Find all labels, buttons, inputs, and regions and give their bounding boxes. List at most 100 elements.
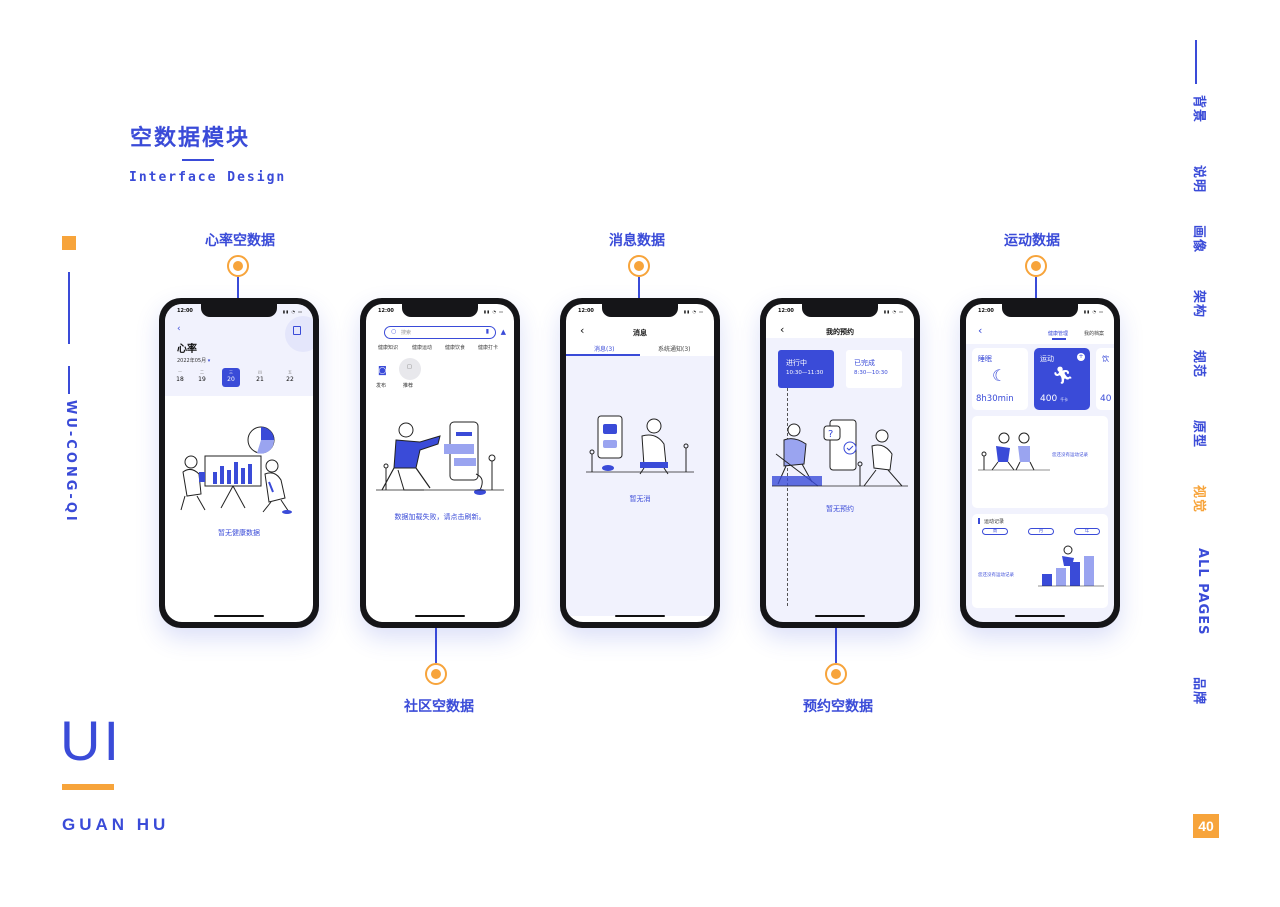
back-icon[interactable]: ‹ [780,323,785,336]
tab-messages[interactable]: 消息(3) [594,346,615,353]
empty-activity-illustration [978,432,1050,471]
tab-health-sport[interactable]: 健康运动 [412,345,433,351]
record-tab-month[interactable]: 月 [1028,528,1054,535]
action-publish[interactable]: 发布 [376,383,387,389]
search-input[interactable]: ○ 搜索 ▮ [384,326,496,339]
screen-community: 12:00 ▮▮ ◔ ▭ ○ 搜索 ▮ ▲ 健康知识 健康运动 健康饮食 健康打… [366,304,514,622]
phone-notch [201,304,277,317]
empty-record-text: 您还没有运动记录 [978,573,1014,578]
right-divider-line [1195,40,1197,84]
tab-my-profile[interactable]: 我的档案 [1084,331,1105,337]
sport-value: 400 [1040,394,1058,404]
callout-heart-stem [237,277,239,299]
back-icon[interactable]: ‹ [177,324,181,334]
back-icon[interactable]: ‹ [978,324,983,337]
selected-day-bg [222,368,240,387]
empty-state-text: 暂无健康数据 [218,529,260,537]
empty-state-text: 暂无预约 [826,505,854,513]
card-in-progress[interactable]: 进行中 10:30—11:30 [778,350,834,388]
callout-community-stem [435,628,437,663]
record-tab-year[interactable]: 年 [1074,528,1100,535]
sport-card[interactable]: 运动 + 🏃︎ 400 千卡 [1034,348,1090,410]
home-indicator [415,615,465,617]
date-label: 19 [198,376,206,383]
phone-sport: 12:00 ▮▮ ◔ ▭ ‹ 健康管理 我的档案 睡眠 ☾ 8h30min 运动… [960,298,1120,628]
timeline-line [787,388,788,606]
camera-icon[interactable]: ◙ [378,366,387,376]
svg-text:?: ? [828,429,833,440]
load-failed-illustration [376,421,504,495]
phone-notch [602,304,678,317]
screen-title: 消息 [633,329,647,337]
bell-icon[interactable]: ▲ [500,328,506,336]
status-time: 12:00 [578,308,594,314]
weekday-label: 三 [228,370,233,376]
category-tabs: 健康知识 健康运动 健康饮食 健康打卡 [366,344,514,354]
callout-sport-dot [1025,255,1047,277]
right-nav: 背景 说明 画像 架构 规范 原型 视觉 ALL PAGES 品牌 [1191,95,1210,706]
sleep-card[interactable]: 睡眠 ☾ 8h30min [972,348,1028,410]
phone-notch [402,304,478,317]
home-indicator [615,615,665,617]
status-icons: ▮▮ ◔ ▭ [1083,309,1104,314]
left-divider-line [68,272,70,344]
add-icon[interactable]: + [1077,353,1085,361]
empty-state-text: 暂无消 [629,495,651,503]
tab-indicator [1052,338,1066,340]
document-icon[interactable] [293,326,301,335]
card-time: 10:30—11:30 [786,370,824,376]
card-value: 400 千卡 [1040,394,1068,404]
phone-messages: 12:00 ▮▮ ◔ ▭ ‹ 消息 消息(3) 系统通知(3) 暂无消 [560,298,720,628]
callout-booking-label: 预约空数据 [803,699,873,715]
microphone-icon[interactable]: ▮ [485,328,489,335]
card-label: 运动 [1040,355,1054,363]
record-tab-week[interactable]: 周 [982,528,1008,535]
diet-card[interactable]: 饮 40 [1096,348,1114,410]
status-time: 12:00 [378,308,394,314]
tab-health-diet[interactable]: 健康饮食 [445,345,466,351]
tab-health-checkin[interactable]: 健康打卡 [478,345,499,351]
tab-health-knowledge[interactable]: 健康知识 [378,345,399,351]
moon-icon: ☾ [992,366,1007,385]
weekday-label: 五 [287,370,292,376]
status-time: 12:00 [978,308,994,314]
home-indicator [214,615,264,617]
record-title: 运动记录 [984,519,1005,525]
screen-title: 我的预约 [826,328,854,336]
screen-sport: 12:00 ▮▮ ◔ ▭ ‹ 健康管理 我的档案 睡眠 ☾ 8h30min 运动… [966,304,1114,622]
ui-mark: UI [60,709,122,772]
weekday-label: 二 [199,370,204,376]
weekday-label: 四 [257,370,262,376]
card-label: 饮 [1102,355,1109,363]
status-time: 12:00 [177,308,193,314]
callout-booking-stem [835,628,837,663]
empty-messages-illustration [586,415,694,475]
tab-system-notice[interactable]: 系统通知(3) [658,346,691,353]
page-number: 40 [1193,814,1219,838]
card-label: 睡眠 [978,355,992,363]
page-title: 空数据模块 [130,126,251,151]
recommend-avatar[interactable]: □ [399,358,421,380]
weekday-label: 一 [177,370,182,376]
action-recommend[interactable]: 推荐 [403,383,414,389]
card-completed[interactable]: 已完成 8:30—10:30 [846,350,902,388]
status-icons: ▮▮ ◔ ▭ [683,309,704,314]
record-title-marker [978,518,980,524]
empty-state-text[interactable]: 数据加载失败，请点击刷新。 [394,513,486,521]
month-selector[interactable]: 2022年05月 ▾ [177,357,210,364]
month-text: 2022年05月 [177,358,207,364]
empty-activity-text: 您还没有运动记录 [1052,453,1088,458]
tab-health-management[interactable]: 健康管理 [1048,331,1069,337]
callout-messages-dot [628,255,650,277]
caret-down-icon: ▾ [207,358,211,364]
back-icon[interactable]: ‹ [580,324,585,337]
status-time: 12:00 [778,308,794,314]
empty-health-illustration [180,426,292,514]
